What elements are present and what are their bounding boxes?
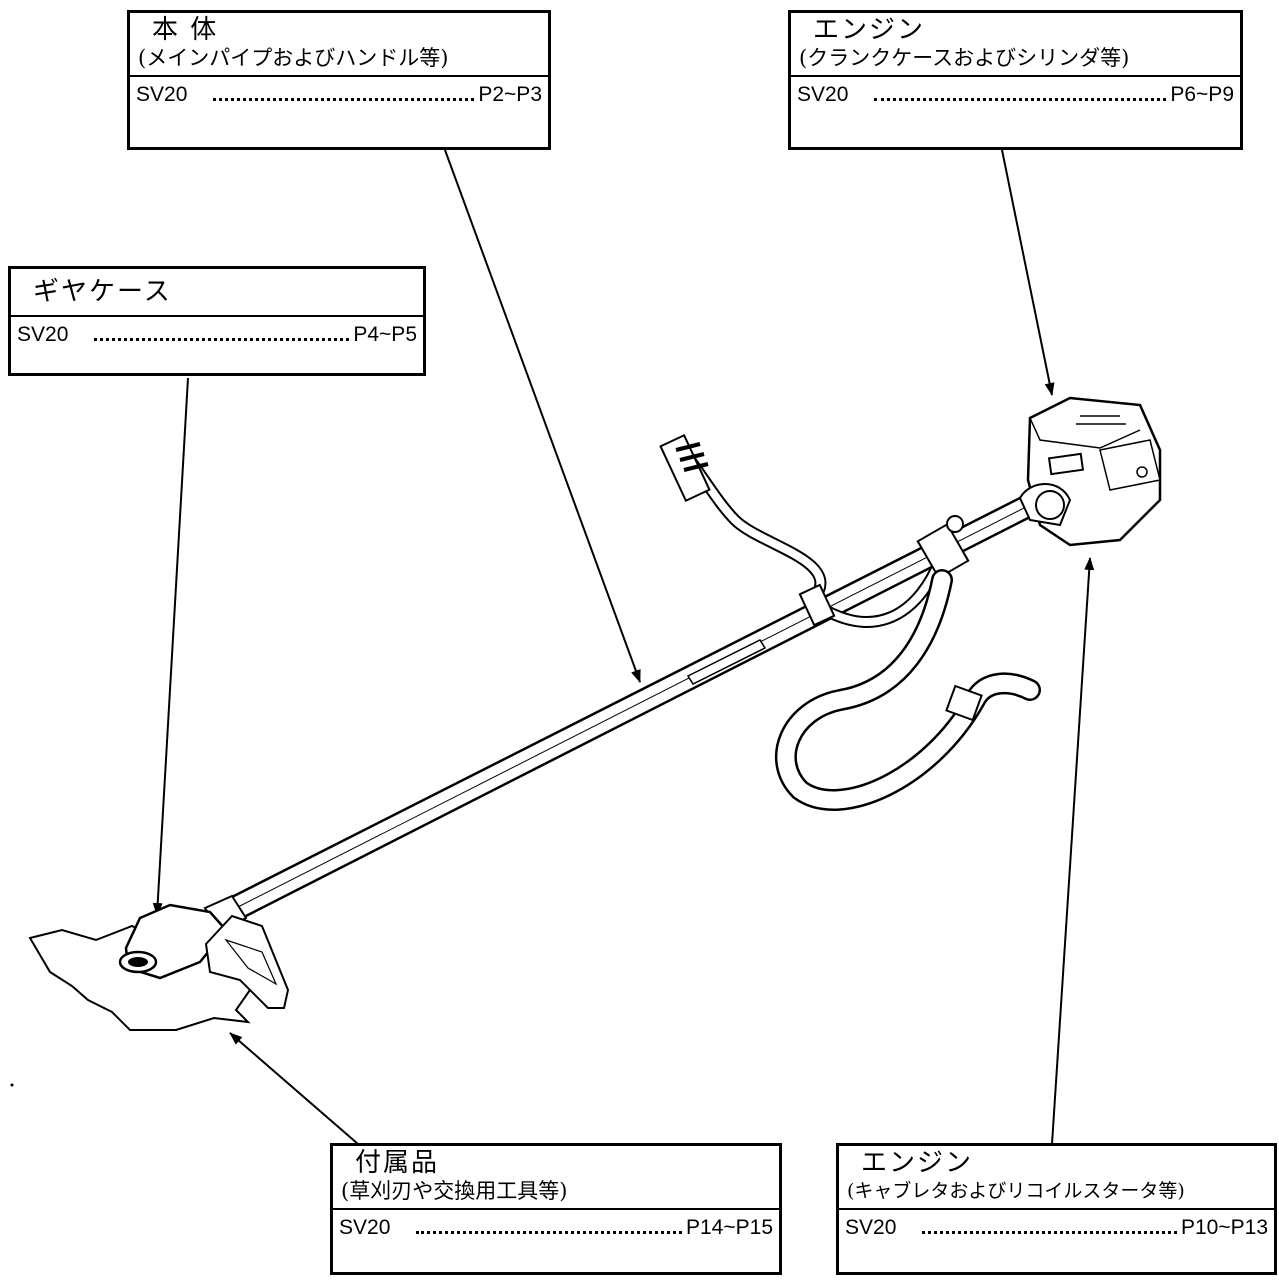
label-gear-case-page-row: SV20 P4~P5: [11, 317, 423, 353]
label-engine-bottom-title: エンジン: [861, 1148, 974, 1178]
label-body-page-row: SV20 P2~P3: [130, 77, 548, 113]
dotted-leader: [416, 1230, 682, 1234]
label-body-header: 本 体 (メインパイプおよびハンドル等): [130, 13, 548, 77]
label-gear-case: ギヤケース SV20 P4~P5: [8, 266, 426, 376]
dotted-leader: [94, 337, 350, 341]
label-engine-bottom-header: エンジン (キャブレタおよびリコイルスタータ等): [839, 1146, 1274, 1210]
engine-unit: [1018, 396, 1162, 547]
label-gear-case-pages: P4~P5: [353, 323, 417, 346]
label-gear-case-model: SV20: [17, 323, 69, 346]
arrow-gear-case: [152, 377, 189, 916]
label-engine-top-model: SV20: [797, 83, 849, 106]
label-body-pages: P2~P3: [478, 83, 542, 106]
label-gear-case-header: ギヤケース: [11, 269, 423, 317]
label-body: 本 体 (メインパイプおよびハンドル等) SV20 P2~P3: [127, 10, 551, 150]
label-accessories-subtitle: (草刈刃や交換用工具等): [341, 1179, 568, 1203]
arrow-accessories: [229, 1032, 359, 1145]
arrow-engine-top: [1001, 149, 1055, 396]
label-body-model: SV20: [136, 83, 188, 106]
dotted-leader: [922, 1230, 1177, 1234]
label-body-subtitle: (メインパイプおよびハンドル等): [138, 46, 449, 70]
label-accessories-page-row: SV20 P14~P15: [333, 1210, 779, 1246]
dotted-leader: [213, 97, 475, 101]
label-engine-top-page-row: SV20 P6~P9: [791, 77, 1240, 113]
handle-bar: [684, 454, 827, 602]
label-engine-bottom: エンジン (キャブレタおよびリコイルスタータ等) SV20 P10~P13: [836, 1143, 1277, 1275]
label-accessories-pages: P14~P15: [686, 1216, 773, 1239]
label-gear-case-title: ギヤケース: [33, 277, 172, 307]
right-grip: [916, 515, 970, 580]
arrow-engine-bottom: [1051, 557, 1095, 1145]
label-engine-bottom-model: SV20: [845, 1216, 897, 1239]
label-engine-bottom-subtitle: (キャブレタおよびリコイルスタータ等): [847, 1180, 1185, 1202]
label-accessories: 付属品 (草刈刃や交換用工具等) SV20 P14~P15: [330, 1143, 782, 1275]
label-accessories-title: 付属品: [355, 1148, 440, 1178]
label-engine-bottom-pages: P10~P13: [1181, 1216, 1268, 1239]
label-engine-top: エンジン (クランクケースおよびシリンダ等) SV20 P6~P9: [788, 10, 1243, 150]
left-grip: [659, 433, 711, 503]
label-engine-bottom-page-row: SV20 P10~P13: [839, 1210, 1274, 1246]
arrow-body: [444, 149, 641, 683]
label-engine-top-pages: P6~P9: [1170, 83, 1234, 106]
label-accessories-header: 付属品 (草刈刃や交換用工具等): [333, 1146, 779, 1210]
label-body-title: 本 体: [152, 15, 219, 45]
dotted-leader: [874, 97, 1167, 101]
label-engine-top-title: エンジン: [813, 15, 926, 45]
label-accessories-model: SV20: [339, 1216, 391, 1239]
label-engine-top-subtitle: (クランクケースおよびシリンダ等): [799, 46, 1130, 70]
blade-guard: [204, 914, 290, 1009]
label-engine-top-header: エンジン (クランクケースおよびシリンダ等): [791, 13, 1240, 77]
